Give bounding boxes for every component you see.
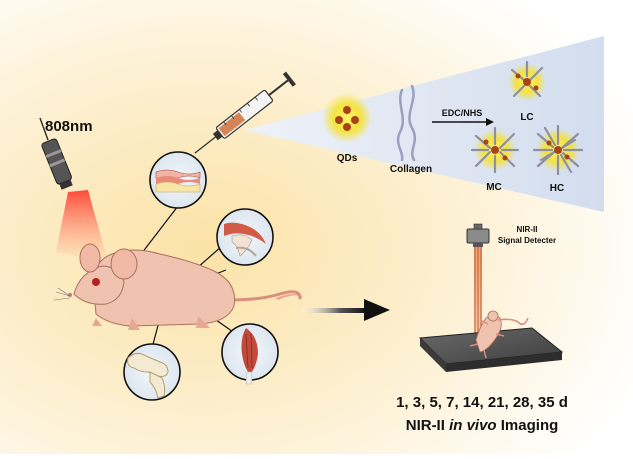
hc-complex-icon xyxy=(532,124,584,176)
skin-layers-icon xyxy=(155,169,201,193)
detector-label-line1: NIR-II xyxy=(517,225,538,234)
reaction-arrow-icon xyxy=(432,118,494,126)
syringe-icon xyxy=(194,71,296,154)
imaging-title-suffix: Imaging xyxy=(497,417,559,434)
imaged-mouse-icon xyxy=(469,310,529,359)
muscle-inset xyxy=(221,323,279,385)
imaging-title-prefix: NIR-II xyxy=(406,417,449,434)
tendon-inset xyxy=(216,208,274,266)
mouse-icon xyxy=(53,243,304,330)
mc-label: MC xyxy=(486,182,502,193)
lc-label: LC xyxy=(520,112,533,123)
hc-label: HC xyxy=(550,183,564,194)
qds-icon xyxy=(322,93,372,143)
imaging-title-italic: in vivo xyxy=(449,417,497,434)
bone-inset xyxy=(123,343,181,401)
signal-beam xyxy=(474,247,482,337)
muscle-icon xyxy=(241,328,258,385)
imaging-platform xyxy=(418,327,564,372)
lc-complex-icon xyxy=(508,60,546,101)
reaction-label: EDC/NHS xyxy=(442,108,483,118)
arrow-icon xyxy=(302,299,390,321)
timepoints-label: 1, 3, 5, 7, 14, 21, 28, 35 d xyxy=(396,394,568,411)
collagen-icon xyxy=(396,84,417,162)
qds-label: QDs xyxy=(337,153,358,164)
laser-wavelength-label: 808nm xyxy=(45,118,93,135)
imaging-title: NIR-II in vivo Imaging xyxy=(406,417,559,434)
skin-inset xyxy=(149,151,207,209)
detector-icon xyxy=(466,223,490,247)
detector-label-line2: Signal Detecter xyxy=(498,236,556,245)
laser-device-icon xyxy=(39,117,108,262)
collagen-label: Collagen xyxy=(390,164,432,175)
mc-complex-icon xyxy=(470,126,520,174)
tendon-icon xyxy=(224,222,266,257)
bone-icon xyxy=(127,352,169,399)
